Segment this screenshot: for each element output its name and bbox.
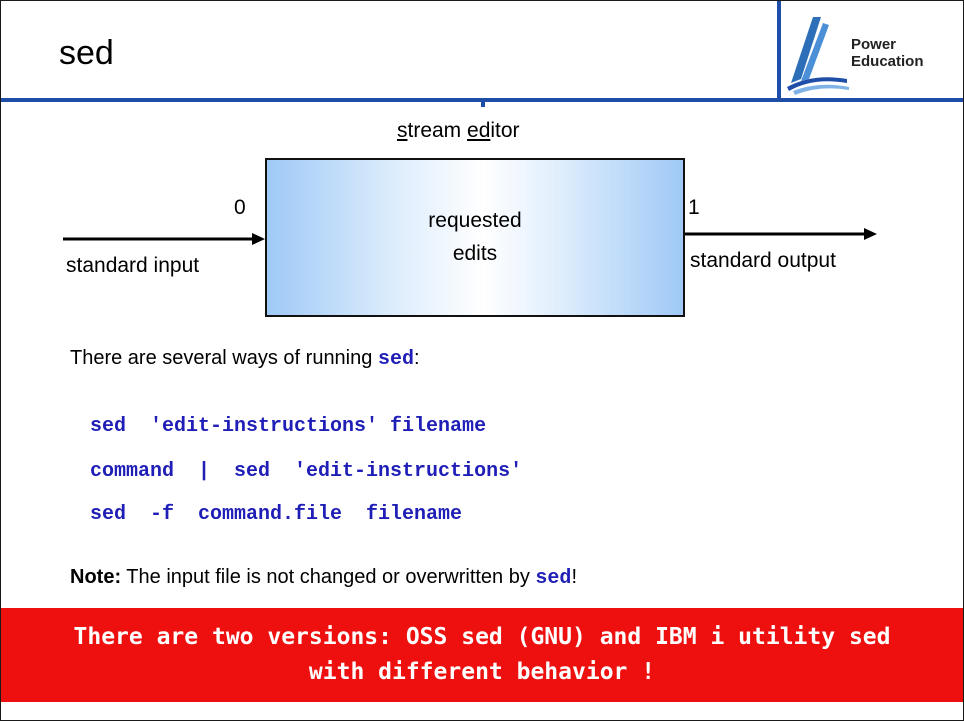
versions-banner: There are two versions: OSS sed (GNU) an… — [1, 608, 963, 702]
power-education-logo: Power Education — [783, 9, 955, 95]
header-rule — [1, 98, 963, 102]
note-label: Note: — [70, 566, 122, 588]
command-line-3: sed -f command.file filename — [90, 503, 463, 526]
input-fd-label: 0 — [234, 196, 246, 219]
standard-input-label: standard input — [66, 254, 200, 277]
slide-title: sed — [59, 34, 114, 72]
banner-line-1: There are two versions: OSS sed (GNU) an… — [73, 624, 891, 650]
caption-s: s — [397, 119, 408, 142]
logo-text: Power Education — [851, 36, 924, 70]
book-logo-icon — [787, 17, 849, 95]
box-line-edits: edits — [452, 242, 498, 265]
input-arrow-head — [252, 233, 265, 245]
stream-editor-caption: stream editor — [397, 119, 520, 143]
note-text: Note: The input file is not changed or o… — [70, 566, 577, 590]
caption-ed: ed — [467, 119, 491, 142]
slide-header: sed Power Education — [1, 1, 963, 102]
sed-process-box: requested edits — [265, 158, 685, 317]
standard-output-label: standard output — [690, 249, 836, 272]
intro-plain: There are several ways of running — [70, 347, 378, 369]
logo-line-power: Power — [851, 36, 897, 53]
output-fd-label: 1 — [688, 196, 700, 219]
command-line-2: command | sed 'edit-instructions' — [90, 460, 523, 483]
intro-text: There are several ways of running sed: — [70, 347, 420, 371]
caption-tream: tream — [407, 119, 468, 142]
banner-line-2: with different behavior ! — [308, 659, 656, 685]
logo-divider — [777, 1, 781, 99]
command-line-1: sed 'edit-instructions' filename — [90, 415, 487, 438]
intro-sed-code: sed — [377, 348, 414, 371]
intro-end: : — [413, 347, 420, 369]
note-end: ! — [571, 566, 577, 588]
process-box-text: requested edits — [267, 204, 683, 270]
note-plain: The input file is not changed or overwri… — [121, 566, 536, 588]
header-tick — [481, 101, 485, 107]
logo-line-education: Education — [851, 53, 924, 70]
caption-itor: itor — [490, 119, 520, 142]
note-sed-code: sed — [535, 567, 572, 590]
output-arrow-head — [864, 228, 877, 240]
box-line-requested: requested — [428, 209, 522, 232]
